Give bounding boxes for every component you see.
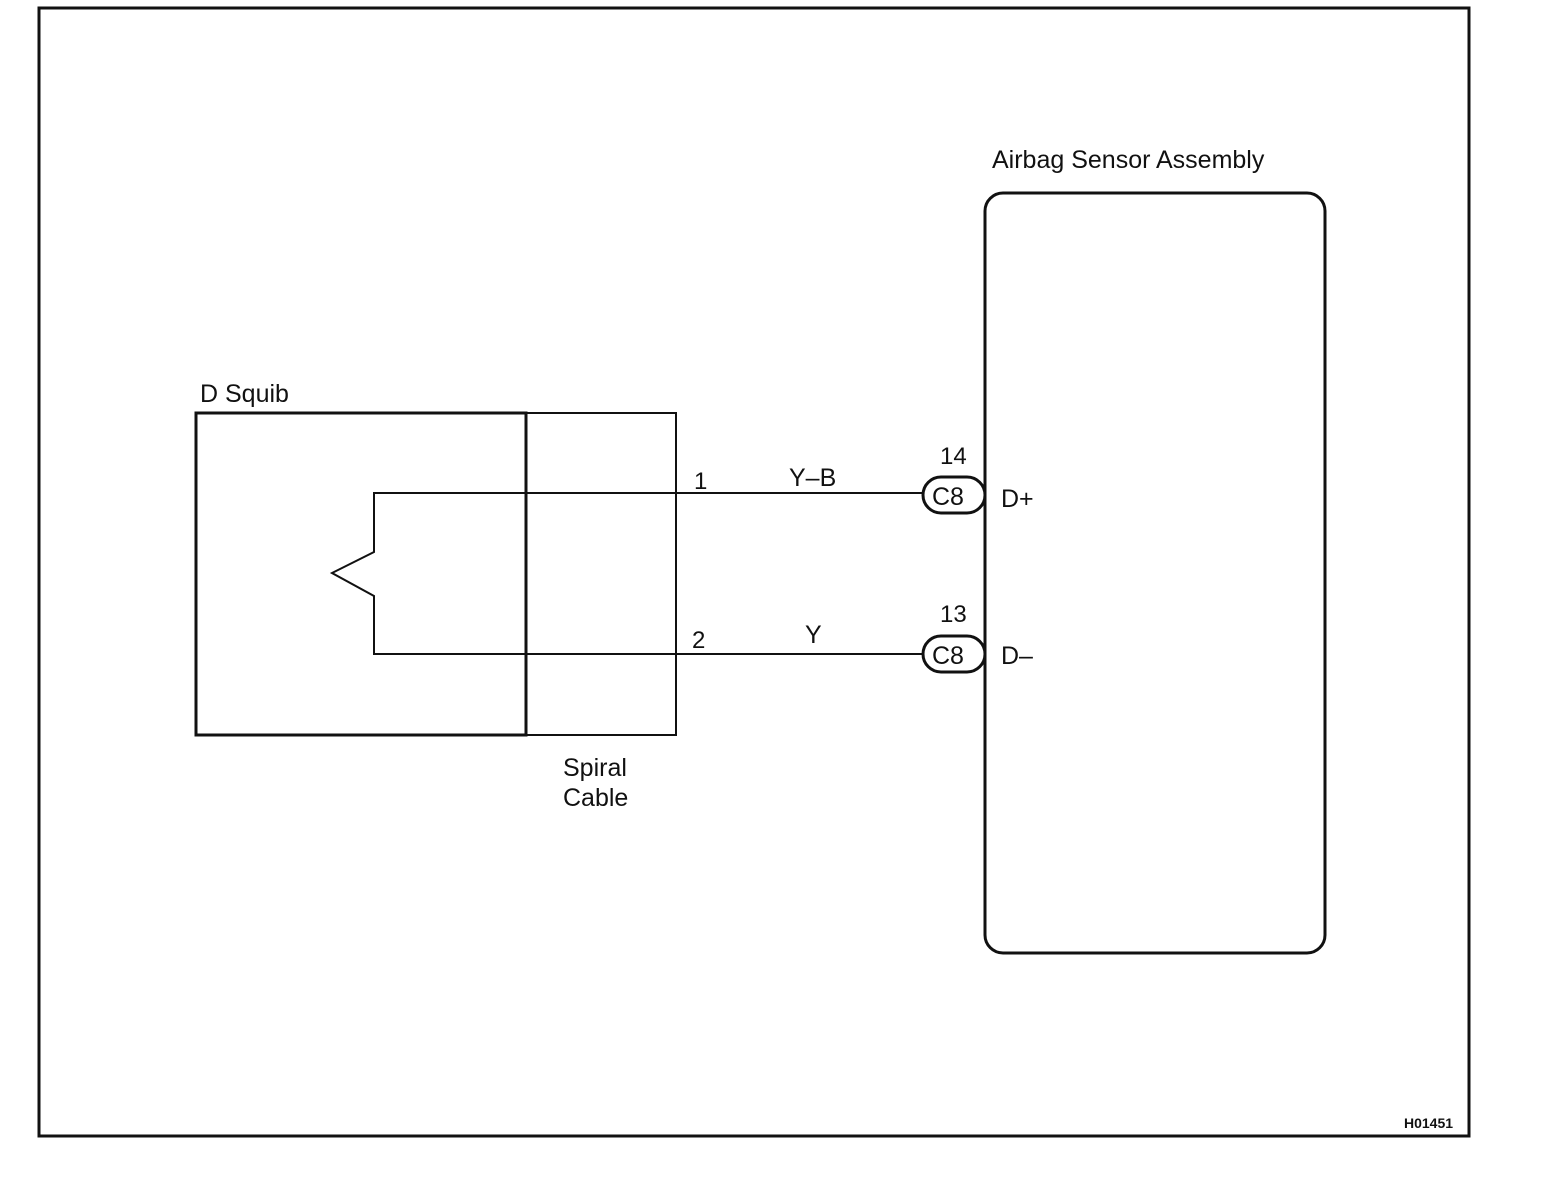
squib-box — [194, 411, 528, 737]
spiral-cable-label-line2: Cable — [563, 784, 628, 812]
squib-label: D Squib — [200, 380, 289, 408]
connector-c8-top — [921, 475, 987, 515]
connector-c8-bottom-label: C8 — [932, 642, 964, 670]
airbag-sensor-box — [983, 191, 1327, 955]
figure-code: H01451 — [1404, 1115, 1453, 1131]
terminal-14-number: 14 — [940, 443, 967, 470]
airbag-sensor-label: Airbag Sensor Assembly — [992, 146, 1265, 174]
connector-c8-bottom — [921, 634, 987, 674]
squib-element — [329, 492, 922, 655]
spiral-cable-box — [525, 412, 677, 736]
wire2-pin: 2 — [692, 627, 705, 654]
wire1-color: Y–B — [789, 464, 836, 492]
spiral-cable-label-line1: Spiral — [563, 754, 627, 782]
diagram-frame — [37, 6, 1471, 1138]
terminal-13-number: 13 — [940, 601, 967, 628]
connector-c8-top-label: C8 — [932, 483, 964, 511]
wire1-pin: 1 — [694, 468, 707, 495]
wire2-color: Y — [805, 621, 822, 649]
terminal-d-minus-label: D– — [1001, 642, 1033, 670]
terminal-d-plus-label: D+ — [1001, 485, 1034, 513]
